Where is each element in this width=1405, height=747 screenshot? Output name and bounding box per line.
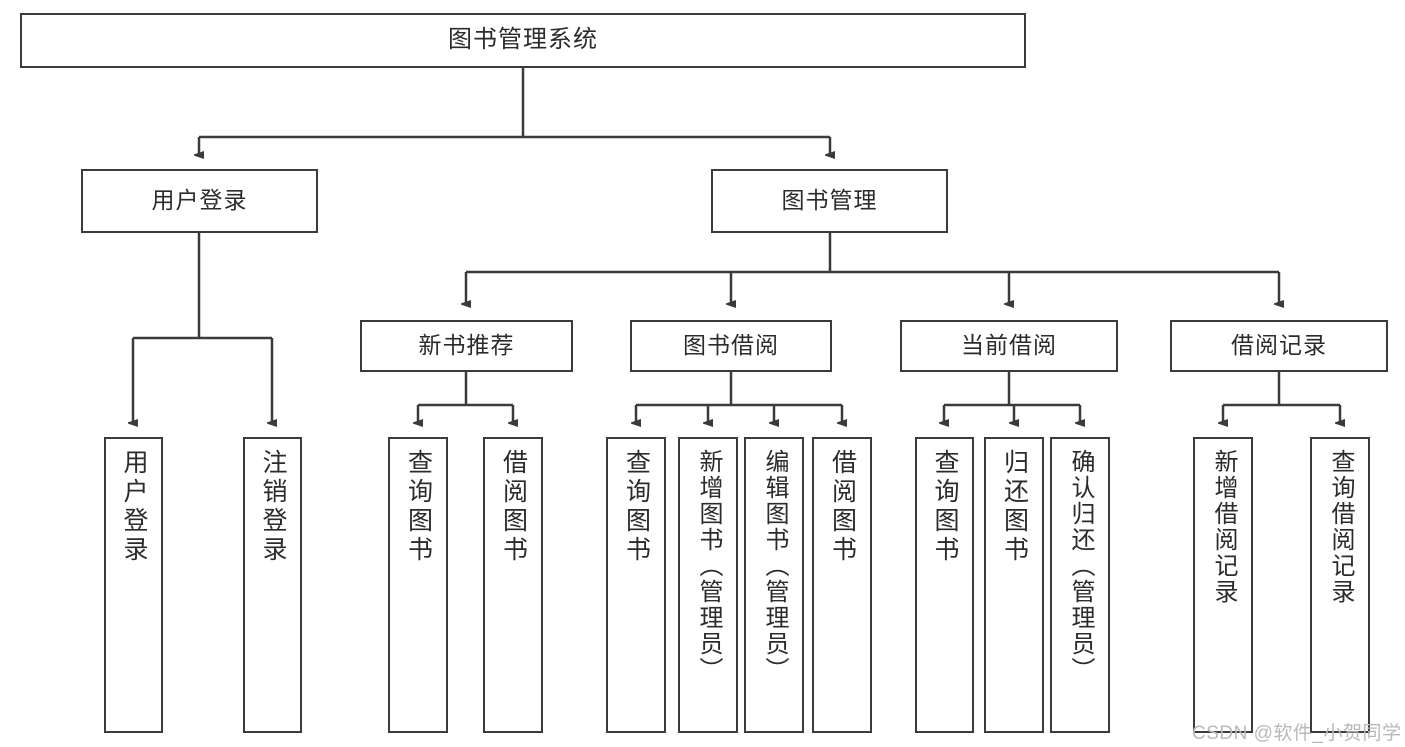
node-leaf-query-book-2[interactable]: 查询图书 [606, 437, 666, 733]
node-book-borrow[interactable]: 图书借阅 [630, 320, 832, 372]
node-leaf-add-record[interactable]: 新增借阅记录 [1193, 437, 1253, 733]
node-leaf-query-book-1-label: 查询图书 [404, 449, 433, 565]
node-user-login[interactable]: 用户登录 [81, 169, 318, 233]
node-borrow-record-label: 借阅记录 [1231, 332, 1327, 359]
node-current-borrow[interactable]: 当前借阅 [900, 320, 1118, 372]
node-new-book-recommend-label: 新书推荐 [418, 332, 515, 359]
node-leaf-edit-book-label: 编辑图书（管理员） [761, 449, 788, 683]
node-leaf-borrow-book-2-label: 借阅图书 [828, 449, 857, 565]
node-leaf-logout-label: 注销登录 [259, 449, 287, 565]
node-leaf-borrow-book-1-label: 借阅图书 [499, 449, 528, 565]
node-leaf-borrow-book-1[interactable]: 借阅图书 [483, 437, 543, 733]
node-leaf-add-book[interactable]: 新增图书（管理员） [678, 437, 738, 733]
node-leaf-query-book-3-label: 查询图书 [931, 449, 959, 565]
node-leaf-add-book-label: 新增图书（管理员） [695, 449, 722, 683]
node-leaf-add-record-label: 新增借阅记录 [1210, 449, 1237, 605]
csdn-watermark: CSDN @软件_小贺同学 [1192, 723, 1402, 744]
node-new-book-recommend[interactable]: 新书推荐 [360, 320, 573, 372]
node-current-borrow-label: 当前借阅 [961, 332, 1057, 359]
node-leaf-query-book-3[interactable]: 查询图书 [915, 437, 974, 733]
node-leaf-confirm-return[interactable]: 确认归还（管理员） [1050, 437, 1110, 733]
node-user-login-label: 用户登录 [151, 187, 248, 214]
node-leaf-query-record-label: 查询借阅记录 [1327, 449, 1354, 605]
node-book-manage[interactable]: 图书管理 [711, 169, 948, 233]
node-leaf-logout[interactable]: 注销登录 [243, 437, 302, 733]
node-leaf-return-book-label: 归还图书 [1000, 449, 1029, 565]
node-leaf-user-login[interactable]: 用户登录 [104, 437, 163, 733]
node-leaf-query-record[interactable]: 查询借阅记录 [1310, 437, 1370, 733]
node-book-manage-label: 图书管理 [781, 187, 878, 214]
node-root-label: 图书管理系统 [448, 26, 598, 54]
node-borrow-record[interactable]: 借阅记录 [1170, 320, 1388, 372]
node-book-borrow-label: 图书借阅 [683, 332, 779, 359]
node-leaf-edit-book[interactable]: 编辑图书（管理员） [744, 437, 804, 733]
node-leaf-borrow-book-2[interactable]: 借阅图书 [812, 437, 872, 733]
node-leaf-return-book[interactable]: 归还图书 [984, 437, 1044, 733]
node-leaf-query-book-2-label: 查询图书 [622, 449, 651, 565]
node-leaf-query-book-1[interactable]: 查询图书 [388, 437, 448, 733]
node-root[interactable]: 图书管理系统 [20, 13, 1026, 68]
node-leaf-user-login-label: 用户登录 [120, 449, 148, 565]
node-leaf-confirm-return-label: 确认归还（管理员） [1067, 449, 1094, 683]
